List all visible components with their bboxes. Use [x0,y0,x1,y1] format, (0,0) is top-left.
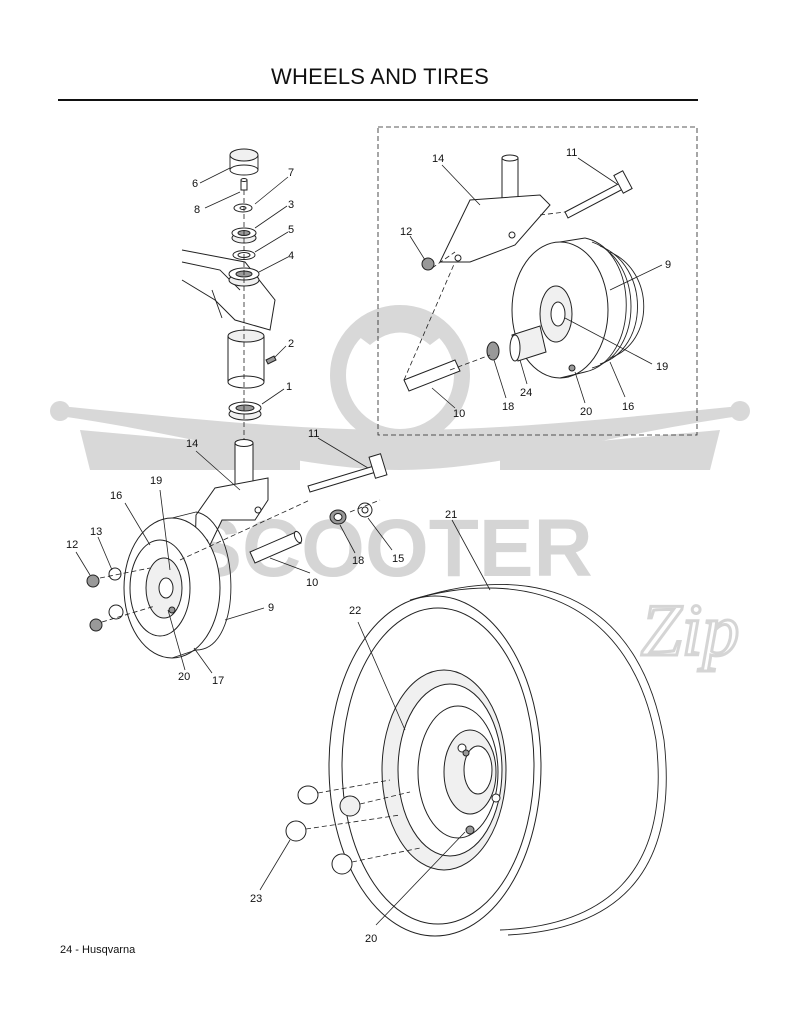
callout-16: 16 [110,490,122,502]
inset-detail-box [377,126,698,436]
zerk-part [265,355,277,365]
callout-15: 15 [392,553,404,565]
grease-fitting-part [240,178,248,191]
caster-assembly-left [86,148,388,659]
callout-5: 5 [288,224,294,236]
hex-nut-part [89,618,103,632]
hex-nut-part [421,257,435,271]
callout-13: 13 [90,526,102,538]
callout-4: 4 [288,250,294,262]
callout-12-inset: 12 [400,226,412,238]
washer-part [486,341,500,361]
drive-wheel [328,584,667,937]
callout-21: 21 [445,509,457,521]
leader-lines [75,157,663,926]
spindle-tube [227,329,265,389]
washer-part [108,567,122,581]
callout-19: 19 [150,475,162,487]
caster-fork-left [194,439,269,556]
callout-14-inset: 14 [432,153,444,165]
callout-11-inset: 11 [566,147,577,159]
callout-23: 23 [250,893,262,905]
page-footer: 24 - Husqvarna [60,944,136,956]
callout-12: 12 [66,539,78,551]
callout-20: 20 [178,671,190,683]
callout-labels: 6 7 8 3 5 4 2 1 14 11 19 16 13 12 18 15 … [66,147,671,945]
spacer-tube-inset [403,359,461,392]
callout-24-inset: 24 [520,387,532,399]
page-title: WHEELS AND TIRES [271,64,489,89]
frame-arm [181,249,276,331]
axle-bolt-inset [564,170,633,219]
callout-6: 6 [192,178,198,190]
callout-9-inset: 9 [665,259,671,271]
axle-bolt-left [307,453,388,493]
callout-18-inset: 18 [502,401,514,413]
callout-10-inset: 10 [453,408,465,420]
callout-3: 3 [288,199,294,211]
callout-1: 1 [286,381,292,393]
washer-part [108,604,124,620]
callout-8: 8 [194,204,200,216]
lower-bearing-part [228,401,262,421]
watermark-script-text: Zip [641,590,740,672]
callout-9: 9 [268,602,274,614]
callout-7: 7 [288,167,294,179]
callout-18: 18 [352,555,364,567]
callout-22: 22 [349,605,361,617]
lug-nuts [285,779,421,875]
caster-fork-inset [439,154,551,263]
bearing-sleeve-part [509,325,547,362]
callout-14: 14 [186,438,198,450]
title-rule [58,99,698,101]
hex-nut-part [86,574,100,588]
callout-17: 17 [212,675,224,687]
callout-2: 2 [288,338,294,350]
dust-cap-part [229,148,259,176]
callout-10: 10 [306,577,318,589]
spacer-tube-left [249,530,303,564]
caster-assembly-inset [403,154,645,392]
callout-20b: 20 [365,933,377,945]
callout-11: 11 [308,428,319,440]
callout-20-inset: 20 [580,406,592,418]
callout-16-inset: 16 [622,401,634,413]
callout-19-inset: 19 [656,361,668,373]
